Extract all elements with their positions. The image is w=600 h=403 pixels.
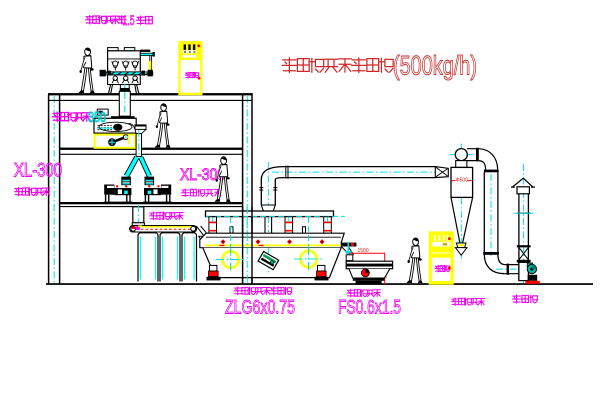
svg-text:350: 350	[88, 109, 106, 126]
svg-text:Φ500: Φ500	[456, 178, 469, 184]
svg-text:1500: 1500	[358, 248, 369, 254]
svg-text:(500kg/h): (500kg/h)	[393, 51, 477, 81]
svg-text:XL-300: XL-300	[14, 160, 62, 182]
svg-text:1.5: 1.5	[123, 12, 135, 28]
svg-text:FS0.6x1.5: FS0.6x1.5	[338, 297, 401, 319]
svg-text:XL-300: XL-300	[180, 165, 225, 184]
svg-text:ZLG6x0.75: ZLG6x0.75	[225, 297, 295, 319]
